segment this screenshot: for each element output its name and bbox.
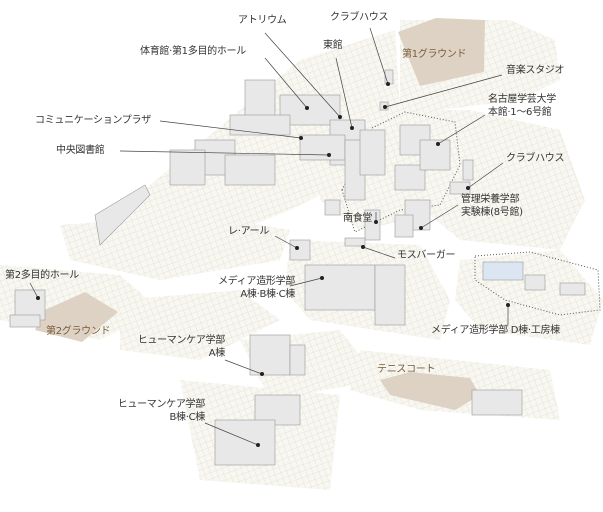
label-main-hall[interactable]: 名古屋学芸大学 本館·1～6号館: [488, 93, 556, 119]
label-main-hall-line2: 本館·1～6号館: [488, 107, 552, 118]
label-gym[interactable]: 体育館·第1多目的ホール: [140, 46, 246, 57]
label-humancare-a-line1: ヒューマンケア学部: [137, 335, 226, 346]
label-library[interactable]: 中央図書館: [56, 145, 105, 156]
label-south-cafeteria[interactable]: 南食堂: [343, 213, 373, 224]
label-media-abc-line2: A棟·B棟·C棟: [240, 289, 295, 300]
label-media-abc-line1: メディア造形学部: [218, 276, 295, 287]
location-dots: [36, 82, 510, 447]
label-east-hall[interactable]: 東館: [323, 40, 343, 51]
buildings: [9, 69, 586, 466]
label-mos-burger[interactable]: モスバーガー: [397, 250, 456, 261]
label-humancare-a[interactable]: ヒューマンケア学部 A棟: [115, 334, 226, 360]
tennis-court: [380, 372, 480, 410]
ground-1: [398, 18, 485, 86]
label-ground-2[interactable]: 第2グラウンド: [46, 326, 111, 337]
label-nutrition-lab[interactable]: 管理栄養学部 実験棟(8号館): [461, 193, 523, 219]
label-humancare-bc-line2: B棟·C棟: [169, 412, 205, 423]
label-ground-1[interactable]: 第1グラウンド: [402, 49, 467, 60]
label-humancare-bc[interactable]: ヒューマンケア学部 B棟·C棟: [95, 398, 206, 424]
label-music-studio[interactable]: 音楽スタジオ: [506, 65, 565, 76]
label-media-d[interactable]: メディア造形学部 D棟·工房棟: [431, 325, 560, 336]
label-les-halles[interactable]: レ·アール: [228, 226, 270, 237]
label-main-hall-line1: 名古屋学芸大学: [488, 94, 556, 105]
label-clubhouse-north[interactable]: クラブハウス: [330, 12, 389, 23]
label-communication-plaza[interactable]: コミュニケーションプラザ: [35, 115, 151, 126]
leader-lines: [29, 27, 509, 446]
label-nutrition-line1: 管理栄養学部: [461, 194, 520, 205]
label-humancare-a-line2: A棟: [208, 348, 226, 359]
label-media-abc[interactable]: メディア造形学部 A棟·B棟·C棟: [200, 275, 295, 301]
label-humancare-bc-line1: ヒューマンケア学部: [117, 399, 206, 410]
label-nutrition-line2: 実験棟(8号館): [461, 207, 523, 218]
label-tennis-court[interactable]: テニスコート: [377, 364, 436, 375]
label-hall-2[interactable]: 第2多目的ホール: [5, 270, 79, 281]
ground-2: [35, 292, 118, 342]
media-d-outline: [474, 251, 601, 316]
label-clubhouse-east[interactable]: クラブハウス: [506, 153, 565, 164]
label-atrium[interactable]: アトリウム: [238, 15, 287, 26]
